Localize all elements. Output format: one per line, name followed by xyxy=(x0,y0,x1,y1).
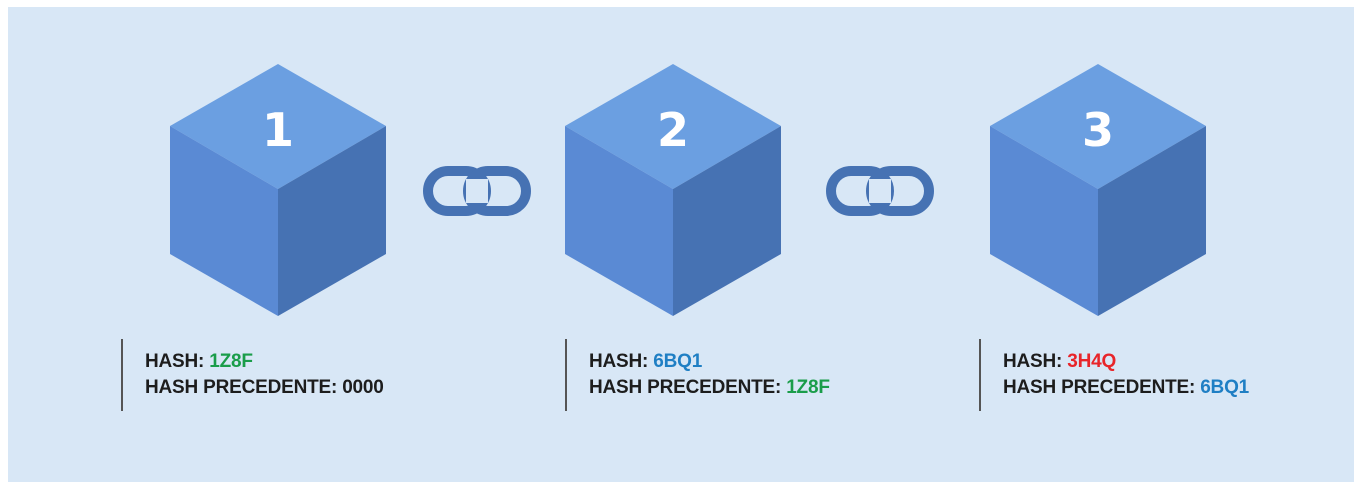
previous-hash-value: 6BQ1 xyxy=(1200,377,1250,398)
block-1-cube: 1 xyxy=(170,64,386,316)
cube-top-face xyxy=(170,64,386,189)
cube-left-face xyxy=(170,126,278,316)
chain-link-icon xyxy=(422,165,532,217)
hash-line: HASH: 1Z8F xyxy=(145,351,253,373)
hash-value: 1Z8F xyxy=(209,351,253,372)
hash-value: 3H4Q xyxy=(1067,351,1117,372)
previous-hash-value: 0000 xyxy=(342,377,384,398)
previous-hash-value: 1Z8F xyxy=(786,377,830,398)
cube-right-face xyxy=(278,126,386,316)
previous-hash-label: HASH PRECEDENTE: xyxy=(589,377,787,398)
previous-hash-line: HASH PRECEDENTE: 6BQ1 xyxy=(1003,377,1249,399)
hash-label: HASH: xyxy=(1003,351,1068,372)
block-2-info: HASH: 6BQ1 HASH PRECEDENTE: 1Z8F xyxy=(565,339,830,411)
block-number: 2 xyxy=(656,103,689,157)
cube-right-face xyxy=(1098,126,1206,316)
block-1-info: HASH: 1Z8F HASH PRECEDENTE: 0000 xyxy=(121,339,384,411)
hash-label: HASH: xyxy=(145,351,210,372)
block-number: 1 xyxy=(261,103,294,157)
block-2-cube: 2 xyxy=(565,64,781,316)
cube-right-face xyxy=(673,126,781,316)
previous-hash-label: HASH PRECEDENTE: xyxy=(145,377,343,398)
previous-hash-label: HASH PRECEDENTE: xyxy=(1003,377,1201,398)
cube-top-face xyxy=(565,64,781,189)
previous-hash-line: HASH PRECEDENTE: 0000 xyxy=(145,377,384,399)
block-number: 3 xyxy=(1081,103,1114,157)
cube-top-face xyxy=(990,64,1206,189)
block-3-cube: 3 xyxy=(990,64,1206,316)
cube-left-face xyxy=(990,126,1098,316)
hash-line: HASH: 6BQ1 xyxy=(589,351,702,373)
hash-value: 6BQ1 xyxy=(653,351,703,372)
cube-left-face xyxy=(565,126,673,316)
hash-line: HASH: 3H4Q xyxy=(1003,351,1116,373)
hash-label: HASH: xyxy=(589,351,654,372)
previous-hash-line: HASH PRECEDENTE: 1Z8F xyxy=(589,377,830,399)
blockchain-diagram: 1 2 3 xyxy=(8,7,1354,482)
chain-link-icon xyxy=(825,165,935,217)
block-3-info: HASH: 3H4Q HASH PRECEDENTE: 6BQ1 xyxy=(979,339,1249,411)
